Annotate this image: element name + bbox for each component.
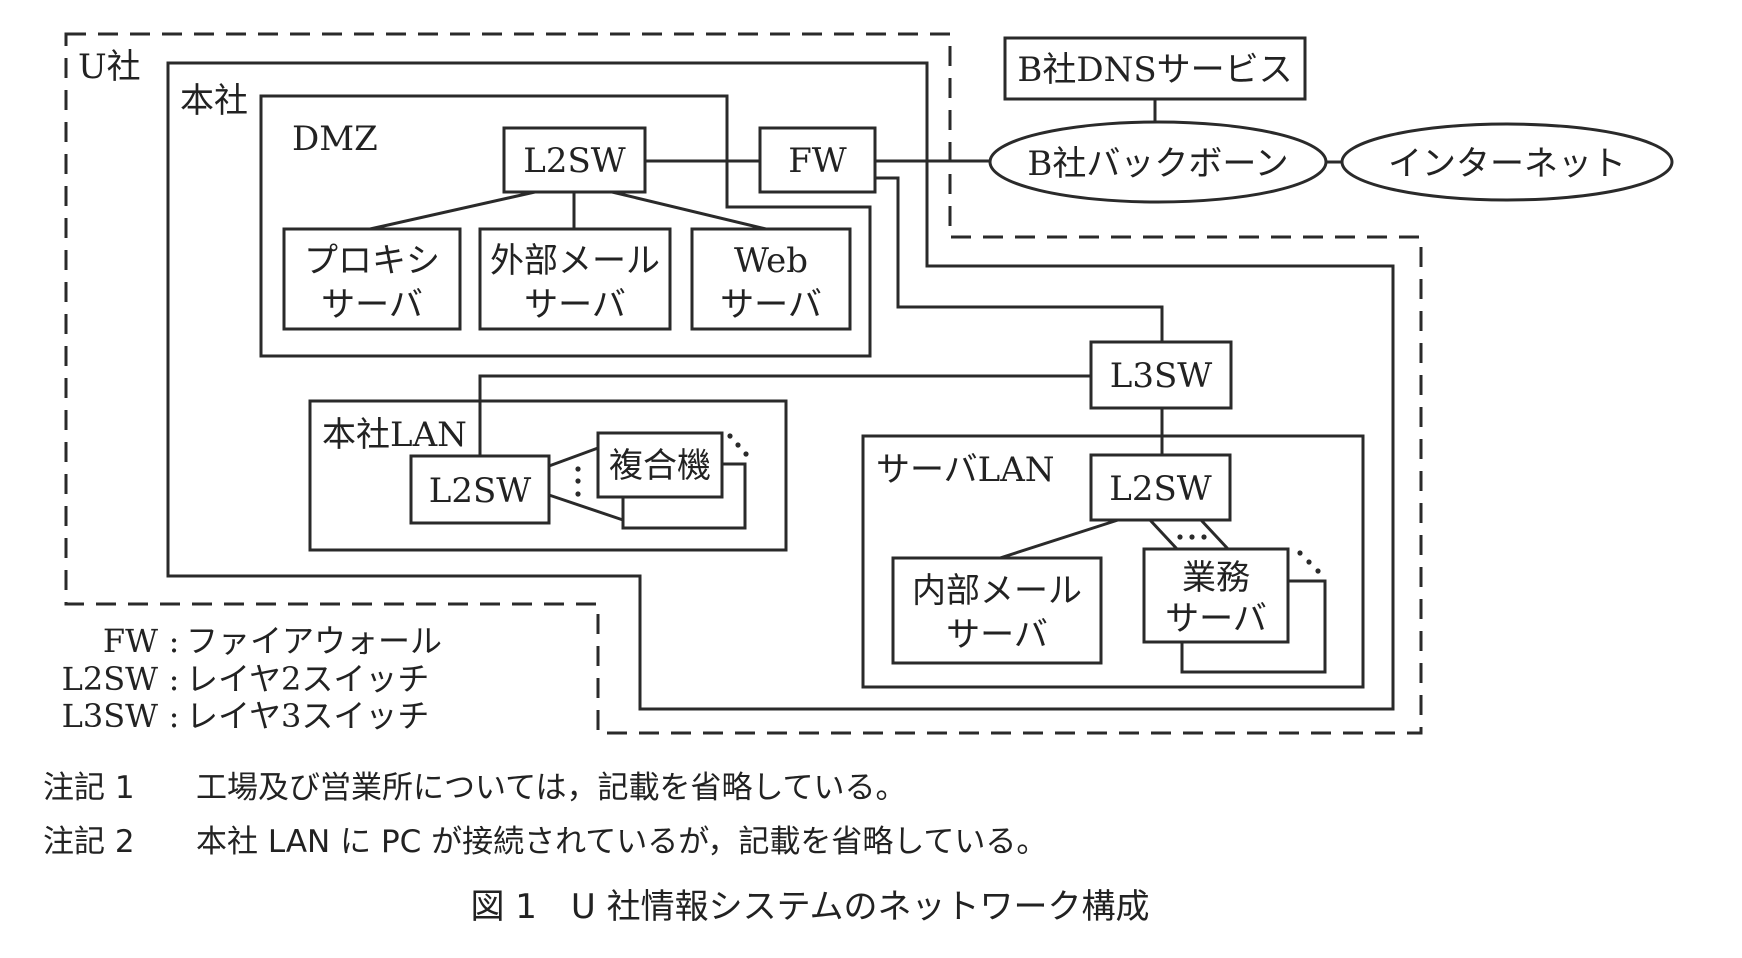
dmz-l2sw[interactable]: L2SW <box>502 126 647 194</box>
web-server[interactable]: Web サーバ <box>690 227 852 331</box>
figure-caption: 図 1 U 社情報システムのネットワーク構成 <box>470 887 1149 927</box>
legend-row: L2SW : レイヤ2スイッチ <box>62 660 430 698</box>
l3sw[interactable]: L3SW <box>1089 340 1233 410</box>
srv-l2sw[interactable]: L2SW <box>1089 453 1232 522</box>
mfp[interactable]: 複合機 <box>596 431 724 499</box>
hq-l2sw[interactable]: L2SW <box>409 454 551 525</box>
business-server-label-2: サーバ <box>1165 599 1267 639</box>
dmz-label: DMZ <box>292 119 378 159</box>
link-srv-l2sw-biz-2 <box>1199 518 1230 551</box>
headquarters-boundary <box>166 61 1395 711</box>
link-srv-l2sw-int-mail <box>999 518 1119 560</box>
b-dns-service-label: B社DNSサービス <box>1017 50 1292 90</box>
u-company-label: U社 <box>78 47 141 87</box>
dmz-l2sw-label: L2SW <box>523 141 626 181</box>
legend-row: FW : ファイアウォール <box>103 622 442 660</box>
legend-row: L3SW : レイヤ3スイッチ <box>62 697 430 735</box>
external-mail-server-label-1: 外部メール <box>490 241 660 281</box>
note-1: 注記 1 工場及び営業所については，記載を省略している。 <box>43 770 907 806</box>
legend-abbr: L3SW <box>62 697 159 735</box>
web-server-label-1: Web <box>734 241 808 281</box>
srv-l2sw-label: L2SW <box>1109 469 1212 509</box>
internal-mail-server-label-2: サーバ <box>946 615 1048 655</box>
b-dns-service[interactable]: B社DNSサービス <box>1003 36 1307 101</box>
headquarters-label: 本社 <box>180 81 248 121</box>
fw[interactable]: FW <box>758 126 877 194</box>
link-dmz-l2sw-web <box>611 190 767 231</box>
proxy-server[interactable]: プロキシ サーバ <box>282 227 462 331</box>
link-fw-l3sw <box>875 176 1164 342</box>
server-lan-boundary <box>861 434 1365 689</box>
dmz-boundary <box>259 94 872 358</box>
server-lan-label: サーバLAN <box>876 450 1055 490</box>
hq-lan-label: 本社LAN <box>322 415 467 455</box>
external-mail-server-label-2: サーバ <box>524 285 626 325</box>
legend: FW : ファイアウォール L2SW : レイヤ2スイッチ L3SW : レイヤ… <box>62 622 442 735</box>
legend-desc: ファイアウォール <box>186 622 442 660</box>
u-company-boundary <box>64 32 1423 735</box>
l3sw-label: L3SW <box>1110 356 1213 396</box>
note-1-text: 工場及び営業所については，記載を省略している。 <box>196 770 907 806</box>
legend-abbr: L2SW <box>62 660 159 698</box>
note-2-text: 本社 LAN に PC が接続されているが，記載を省略している。 <box>196 824 1047 860</box>
fw-label: FW <box>788 141 847 181</box>
hq-l2sw-label: L2SW <box>429 471 532 511</box>
mfp-label: 複合機 <box>609 446 711 486</box>
link-hq-l2sw-mfp-1 <box>548 446 599 468</box>
proxy-server-label-2: サーバ <box>321 285 423 325</box>
hq-lan-boundary <box>308 399 788 552</box>
link-dmz-l2sw-proxy <box>369 190 536 231</box>
legend-sep: : <box>169 660 180 698</box>
internet[interactable]: インターネット <box>1340 122 1674 202</box>
b-backbone[interactable]: B社バックボーン <box>988 120 1328 204</box>
link-hq-l2sw-mfp-2 <box>548 493 624 522</box>
note-2: 注記 2 本社 LAN に PC が接続されているが，記載を省略している。 <box>43 824 1047 860</box>
b-backbone-label: B社バックボーン <box>1027 144 1288 184</box>
legend-sep: : <box>169 622 180 660</box>
mfp-more-dots-vertical <box>575 466 581 497</box>
note-1-label: 注記 1 <box>43 770 135 806</box>
proxy-server-label-1: プロキシ <box>304 241 440 281</box>
note-2-label: 注記 2 <box>43 824 135 860</box>
legend-sep: : <box>169 697 180 735</box>
external-mail-server[interactable]: 外部メール サーバ <box>478 227 672 331</box>
web-server-label-2: サーバ <box>720 285 822 325</box>
legend-desc: レイヤ2スイッチ <box>186 660 429 698</box>
link-srv-l2sw-biz-1 <box>1148 518 1179 551</box>
mfp-more-dots-diagonal <box>727 433 749 457</box>
internet-label: インターネット <box>1388 144 1626 184</box>
legend-desc: レイヤ3スイッチ <box>186 697 429 735</box>
biz-more-dots-diagonal <box>1297 550 1321 574</box>
link-l3sw-hq-l2sw <box>478 374 1091 456</box>
business-server[interactable]: 業務 サーバ <box>1142 547 1290 644</box>
biz-more-dots-horizontal <box>1177 534 1207 540</box>
business-server-label-1: 業務 <box>1182 558 1250 598</box>
internal-mail-server-label-1: 内部メール <box>912 571 1082 611</box>
legend-abbr: FW <box>103 622 158 660</box>
internal-mail-server[interactable]: 内部メール サーバ <box>891 556 1103 665</box>
